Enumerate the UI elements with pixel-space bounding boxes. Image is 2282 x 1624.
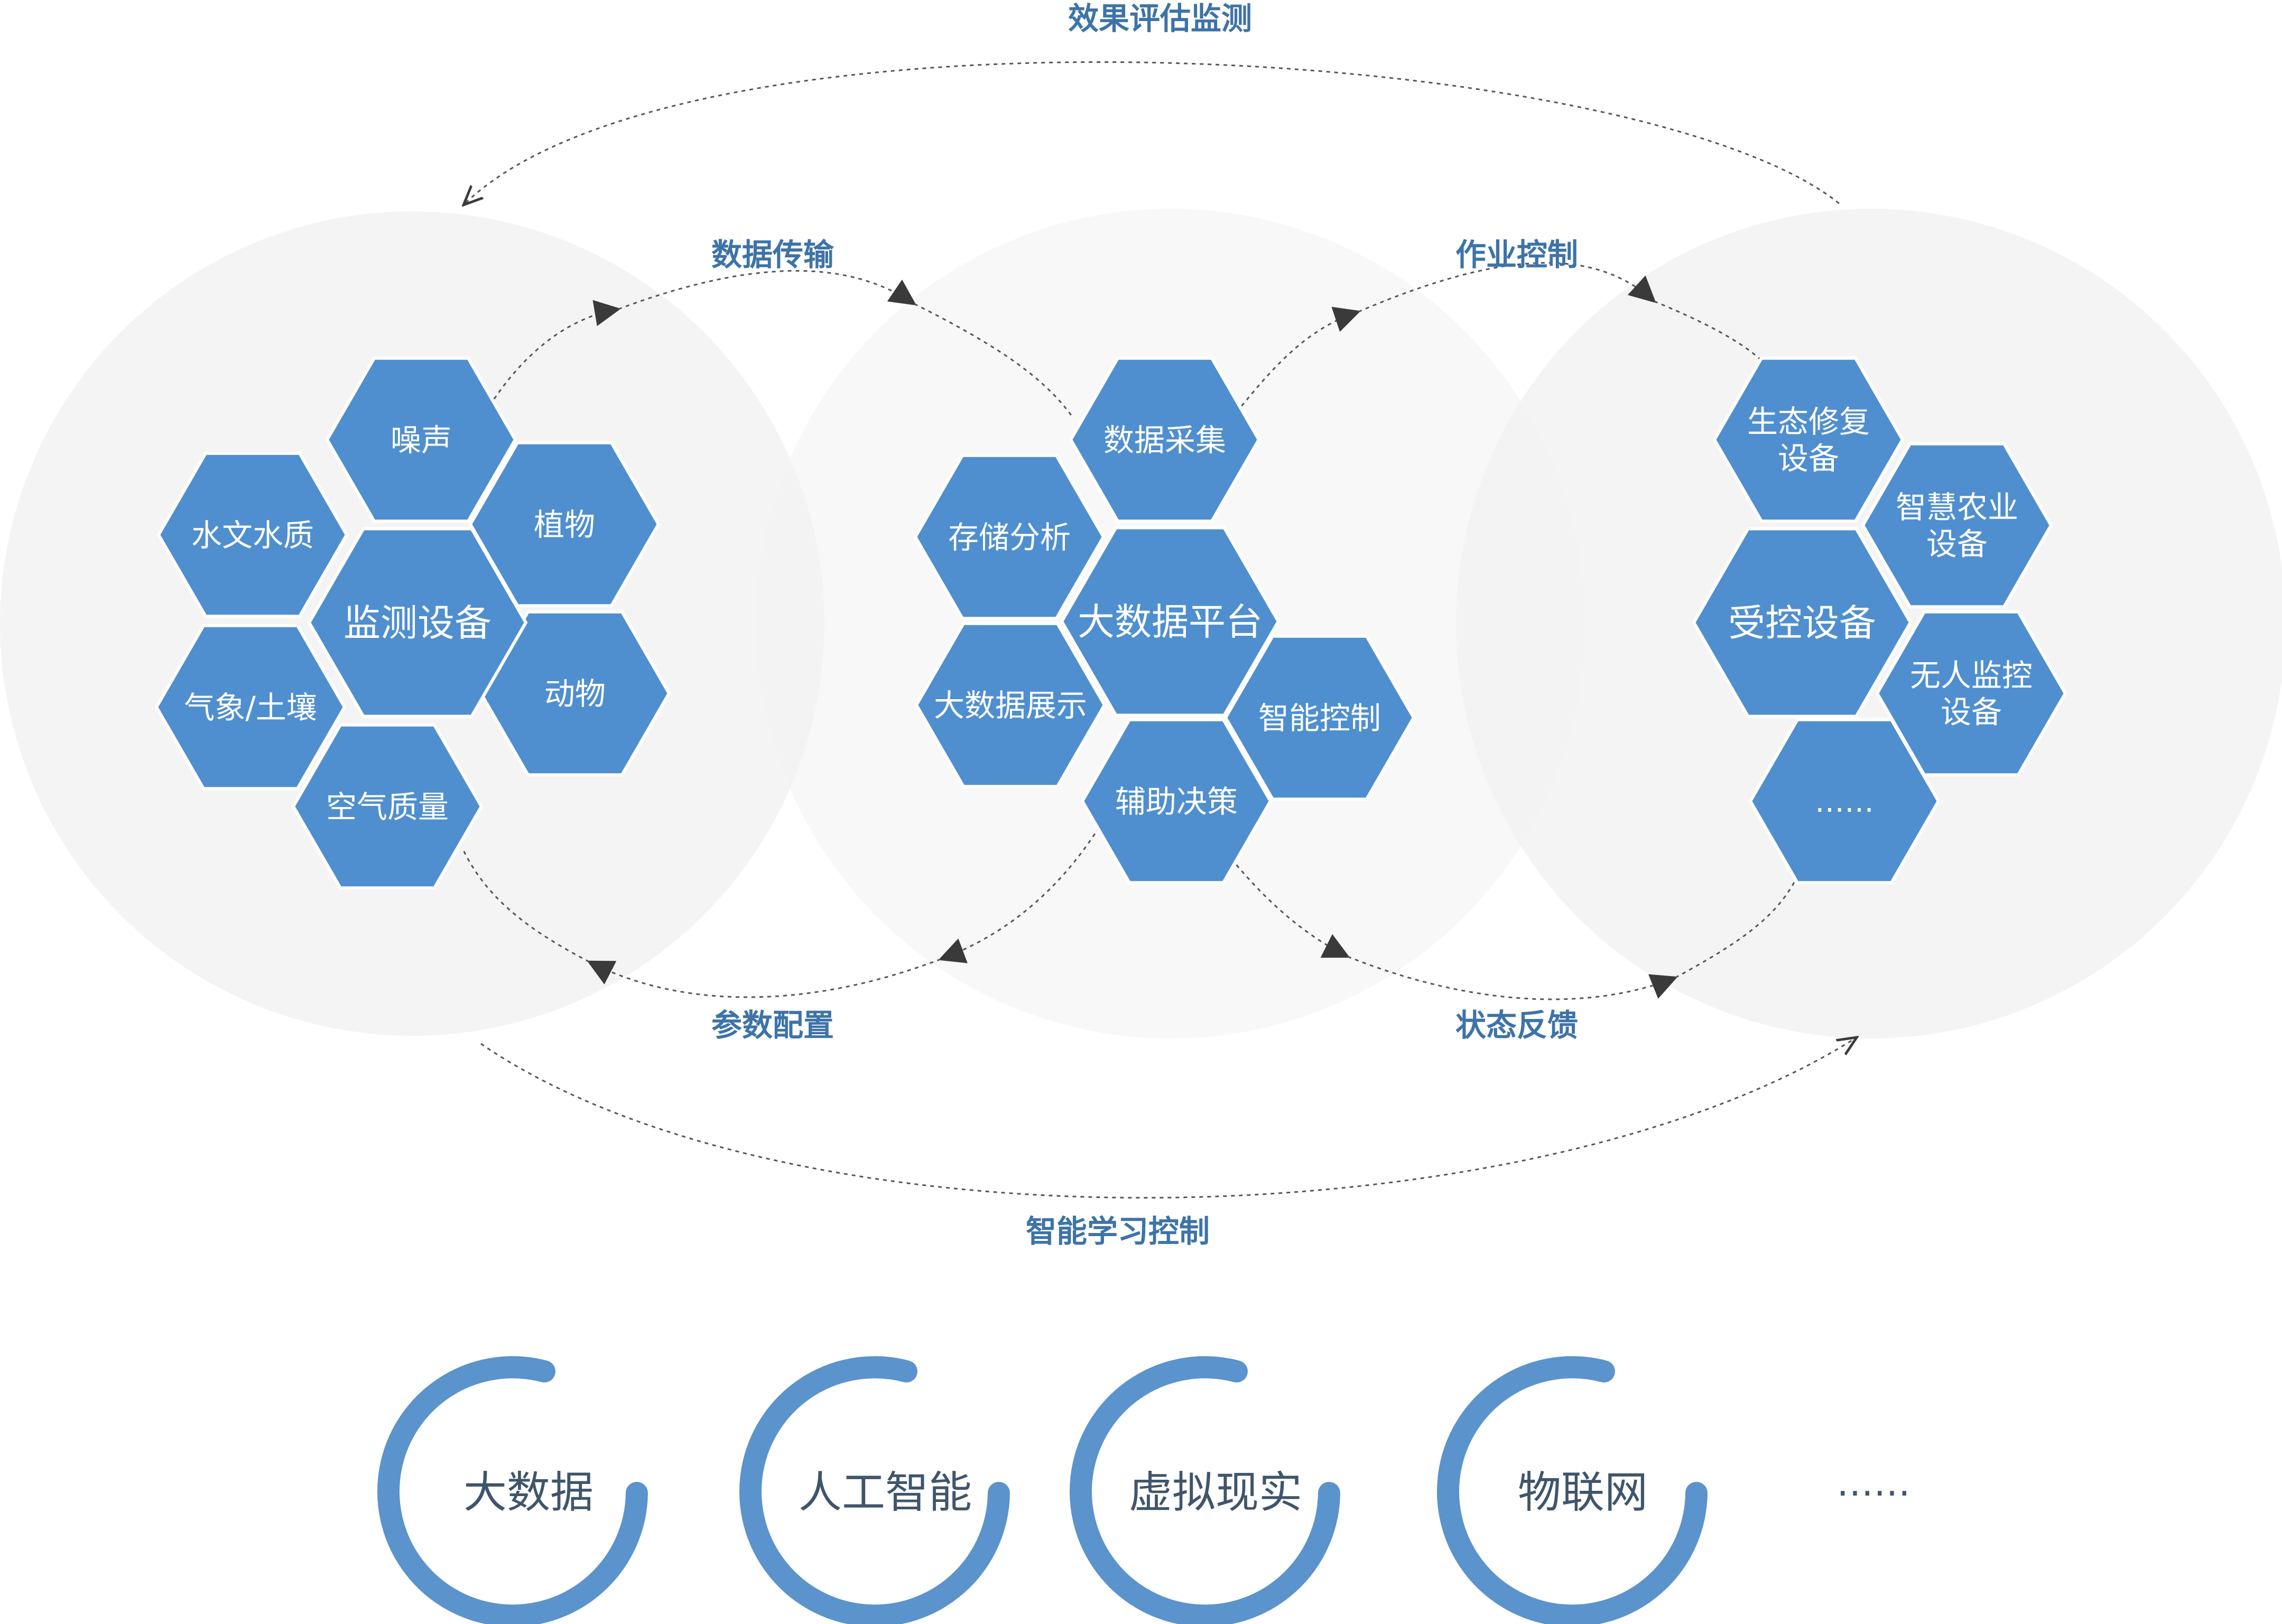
flow-label-smart-learning: 智能学习控制: [1026, 1213, 1210, 1249]
platform-hex-4: 辅助决策: [1080, 718, 1273, 885]
monitor-hex-2-label: 植物: [534, 507, 595, 543]
monitor-hex-0-label: 噪声: [391, 422, 452, 458]
controlled-hex-2-label-0: 无人监控: [1910, 657, 2033, 693]
platform-hex-3-label: 智能控制: [1258, 700, 1381, 736]
data-transfer-arc-right: [914, 303, 1074, 418]
status-feedback-arc-right: [1675, 877, 1798, 979]
monitor-hex-center: 监测设备: [307, 527, 528, 718]
flow-arcs: [461, 61, 1855, 1199]
tech-label-ai: 人工智能: [799, 1468, 972, 1518]
platform-hex-1-label: 存储分析: [948, 519, 1071, 555]
param-config-arc-bottom: [587, 958, 941, 998]
flow-label-param-config: 参数配置: [711, 1007, 834, 1043]
status-feedback-arc-bottom: [1347, 955, 1678, 1000]
platform-hex-1: 存储分析: [913, 453, 1106, 620]
monitor-hex-1: 水文水质: [156, 451, 349, 618]
platform-hex-2-label: 大数据展示: [934, 688, 1087, 723]
controlled-hex-center-label: 受控设备: [1728, 601, 1876, 645]
controlled-hex-1-label-0: 智慧农业: [1896, 489, 2018, 525]
platform-hex-center: 大数据平台: [1060, 526, 1281, 717]
controlled-hex-2-label-1: 设备: [1941, 694, 2002, 730]
controlled-hex-3-shape: [1748, 718, 1941, 885]
flow-label-data-transfer: 数据传输: [711, 237, 834, 273]
monitor-hex-2: 植物: [468, 441, 661, 608]
platform-hex-center-shape: [1060, 526, 1281, 717]
monitor-hex-4: 动物: [479, 610, 671, 777]
controlled-hex-0-label-1: 设备: [1778, 441, 1839, 477]
controlled-hex-1-shape: [1861, 442, 2053, 609]
technology-layer: [377, 1356, 1708, 1624]
monitor-hex-center-shape: [307, 527, 528, 718]
monitor-hex-2-shape: [468, 441, 661, 608]
controlled-hex-3-label: ……: [1815, 785, 1874, 819]
tech-ring-ai: [739, 1356, 1010, 1624]
flow-label-operation-control: 作业控制: [1455, 237, 1578, 273]
platform-hex-0-shape: [1069, 356, 1261, 523]
monitor-hex-5-label: 空气质量: [326, 789, 449, 825]
monitor-hex-5-shape: [291, 723, 484, 890]
flow-label-status-feedback: 状态反馈: [1455, 1007, 1578, 1043]
status-feedback-arc-left: [1230, 858, 1350, 958]
operation-control-arc-top: [1358, 262, 1656, 313]
monitor-hex-0: 噪声: [325, 356, 517, 523]
platform-hex-3-shape: [1223, 634, 1416, 801]
platform-hex-0-label: 数据采集: [1103, 422, 1226, 458]
operation-control-arc-left: [1236, 307, 1361, 413]
platform-hex-4-label: 辅助决策: [1115, 784, 1238, 820]
monitor-hex-3-shape: [154, 624, 347, 791]
tech-label-vr: 虚拟现实: [1129, 1468, 1302, 1518]
controlled-hex-1-label-1: 设备: [1926, 526, 1988, 562]
monitor-hex-4-label: 动物: [544, 676, 606, 712]
platform-hex-1-shape: [913, 453, 1106, 620]
smart-learning-arc: [480, 1038, 1855, 1199]
monitor-hex-1-shape: [156, 451, 349, 618]
monitor-hex-center-label: 监测设备: [344, 601, 491, 645]
platform-hex-4-shape: [1080, 718, 1273, 885]
monitor-hex-1-label: 水文水质: [191, 517, 314, 553]
controlled-hex-0-shape: [1712, 356, 1905, 523]
controlled-hex-3: ……: [1748, 718, 1941, 885]
monitor-hex-5: 空气质量: [291, 723, 484, 890]
platform-hex-center-label: 大数据平台: [1078, 600, 1263, 644]
effect-eval-arc: [465, 61, 1840, 203]
controlled-hex-0-label-0: 生态修复: [1747, 404, 1870, 440]
platform-hex-3: 智能控制: [1223, 634, 1416, 801]
flow-label-effect-eval: 效果评估监测: [1068, 1, 1252, 36]
controlled-hex-2-shape: [1875, 610, 2067, 777]
monitor-hex-3: 气象/土壤: [154, 624, 347, 791]
param-config-arc-right: [938, 827, 1100, 963]
tech-label-iot: 物联网: [1518, 1468, 1648, 1518]
platform-hex-2-shape: [914, 621, 1107, 788]
controlled-hex-center: 受控设备: [1692, 527, 1913, 718]
tech-label-more: ……: [1836, 1461, 1910, 1505]
tech-ring-vr: [1070, 1356, 1340, 1624]
tech-label-bigdata: 大数据: [463, 1468, 593, 1518]
platform-hex-0: 数据采集: [1069, 356, 1261, 523]
platform-hex-2: 大数据展示: [914, 621, 1107, 788]
monitor-hex-0-shape: [325, 356, 517, 523]
tech-ring-bigdata: [377, 1356, 648, 1624]
tech-ring-iot: [1437, 1356, 1708, 1624]
controlled-hex-center-shape: [1692, 527, 1913, 718]
param-config-arc-left: [461, 848, 590, 963]
monitor-hex-3-label: 气象/土壤: [184, 690, 317, 726]
